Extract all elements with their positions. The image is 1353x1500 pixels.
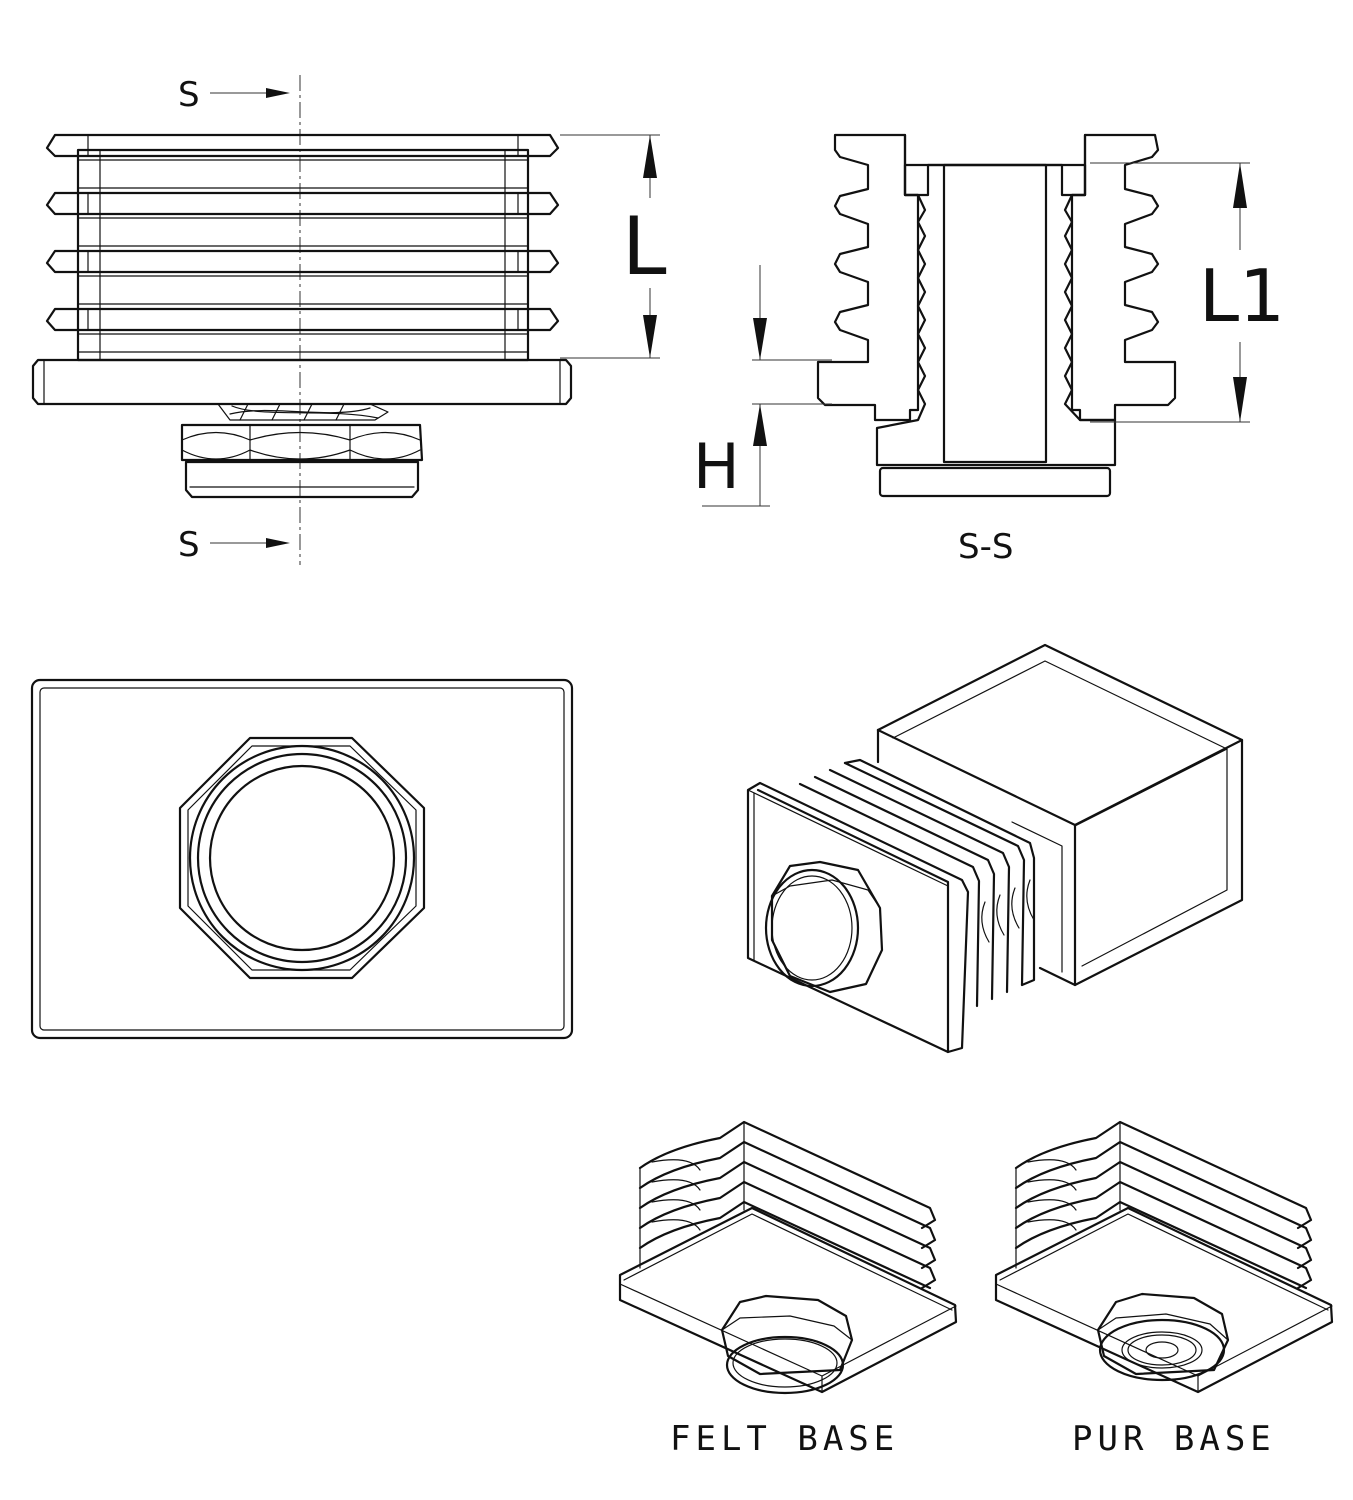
- pur-ribs: [1014, 1120, 1313, 1290]
- pur-flange: [994, 1206, 1334, 1394]
- section-view: L1 H S-S: [693, 133, 1285, 567]
- section-title: S-S: [958, 527, 1013, 567]
- dimension-l1-label: L1: [1199, 254, 1285, 338]
- felt-nut: [720, 1294, 854, 1395]
- section-marker-top-label: S: [178, 75, 200, 115]
- pur-base-label: PUR BASE: [1072, 1419, 1276, 1459]
- hex-nut-outline: [178, 736, 426, 980]
- iso-flange: [746, 781, 970, 1054]
- section-base-pad: [878, 466, 1112, 498]
- insert-core: [76, 148, 530, 362]
- section-marker-bottom: S: [178, 525, 290, 565]
- dimension-h-label: H: [693, 430, 740, 503]
- hex-nut: [180, 423, 424, 462]
- section-marker-top: S: [178, 75, 290, 115]
- felt-ribs: [638, 1120, 937, 1290]
- iso-nut: [764, 860, 884, 994]
- ribs: [45, 133, 560, 353]
- pur-nut: [1096, 1292, 1230, 1382]
- felt-base-label: FELT BASE: [670, 1419, 899, 1459]
- square-tube: [876, 643, 1244, 987]
- isometric-assembly: [746, 643, 1244, 1054]
- section-marker-bottom-label: S: [178, 525, 200, 565]
- dimension-l1: L1: [1090, 162, 1285, 423]
- side-view: S S: [31, 75, 680, 565]
- dimension-l-label: L: [622, 200, 667, 293]
- flange-plate: [31, 358, 573, 406]
- pur-base-variant: PUR BASE: [994, 1120, 1334, 1459]
- base-pad-circle: [208, 764, 396, 952]
- felt-base-variant: FELT BASE: [618, 1120, 958, 1459]
- threaded-sleeve: [875, 163, 1117, 467]
- dimension-l: L: [560, 134, 680, 359]
- inner-bore: [942, 163, 1048, 464]
- base-pad: [184, 460, 420, 499]
- screw-thread: [217, 403, 389, 421]
- dimension-h: H: [693, 265, 832, 507]
- bottom-view: [30, 678, 574, 1040]
- iso-ribs: [798, 758, 1036, 1008]
